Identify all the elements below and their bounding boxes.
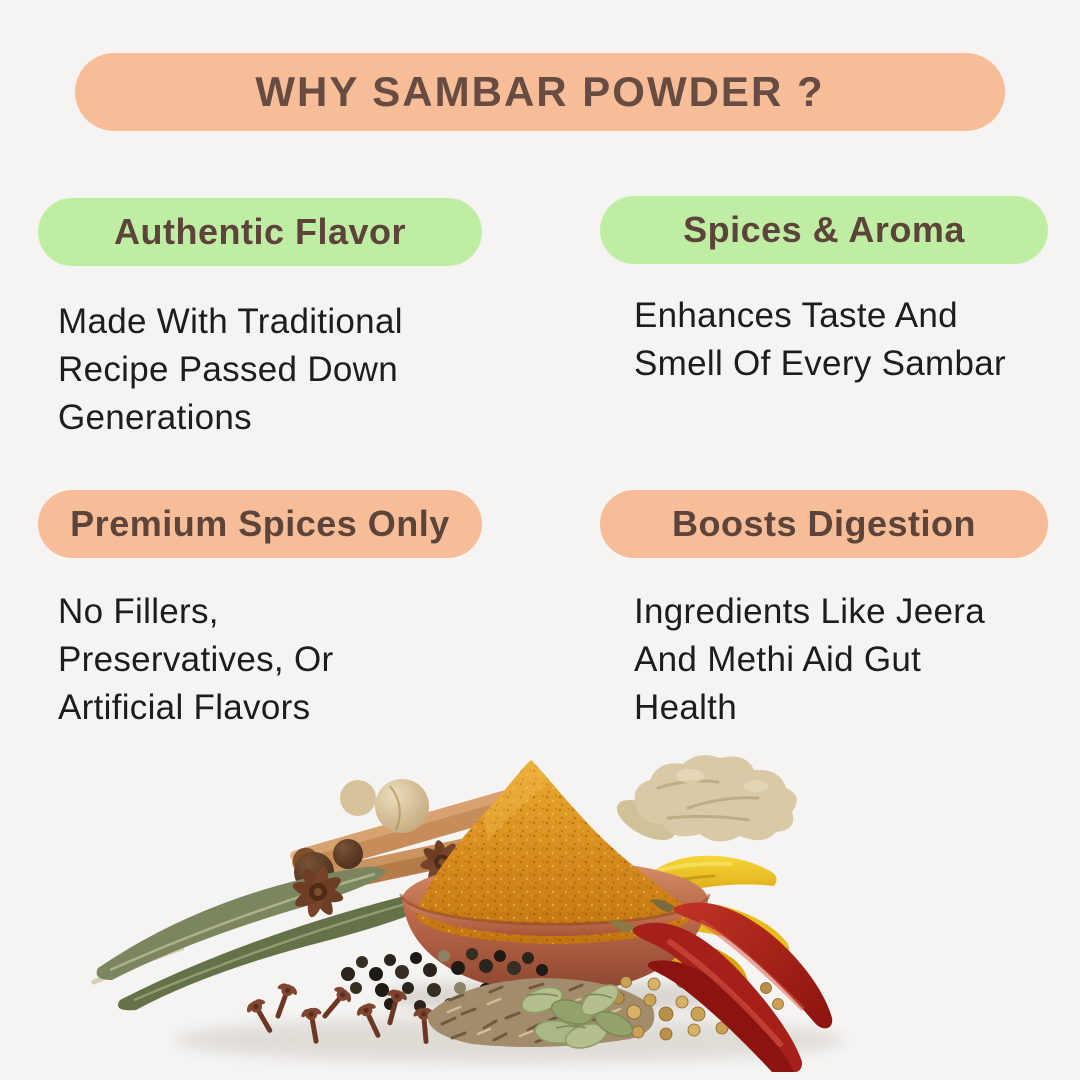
- card-pill-spices-aroma: Spices & Aroma: [600, 196, 1048, 264]
- card-title: Premium Spices Only: [70, 503, 450, 544]
- red-chilies-icon: [609, 899, 833, 1072]
- card-body: Enhances Taste And Smell Of Every Sambar: [634, 296, 1006, 383]
- nutmeg-icon: [340, 779, 429, 833]
- card-title: Boosts Digestion: [671, 503, 976, 544]
- dried-ginger-icon: [616, 755, 797, 842]
- card-body: Made With Traditional Recipe Passed Down…: [58, 302, 403, 437]
- sambar-powder-icon: [415, 760, 693, 944]
- card-pill-authentic-flavor: Authentic Flavor: [38, 198, 482, 266]
- card-title: Spices & Aroma: [683, 209, 965, 250]
- spices-hero-image: [91, 755, 845, 1072]
- card-body: Ingredients Like Jeera And Methi Aid Gut…: [634, 592, 985, 727]
- cloves-icon: [246, 983, 434, 1044]
- card-title: Authentic Flavor: [113, 211, 407, 252]
- card-pill-premium-spices: Premium Spices Only: [38, 490, 482, 558]
- card-pill-boosts-digestion: Boosts Digestion: [600, 490, 1048, 558]
- page-title: WHY SAMBAR POWDER ?: [255, 68, 825, 115]
- card-body: No Fillers, Preservatives, Or Artificial…: [58, 592, 334, 727]
- header-pill: WHY SAMBAR POWDER ?: [75, 53, 1005, 131]
- bay-leaves-icon: [91, 866, 446, 1011]
- green-cardamom-icon: [521, 984, 634, 1049]
